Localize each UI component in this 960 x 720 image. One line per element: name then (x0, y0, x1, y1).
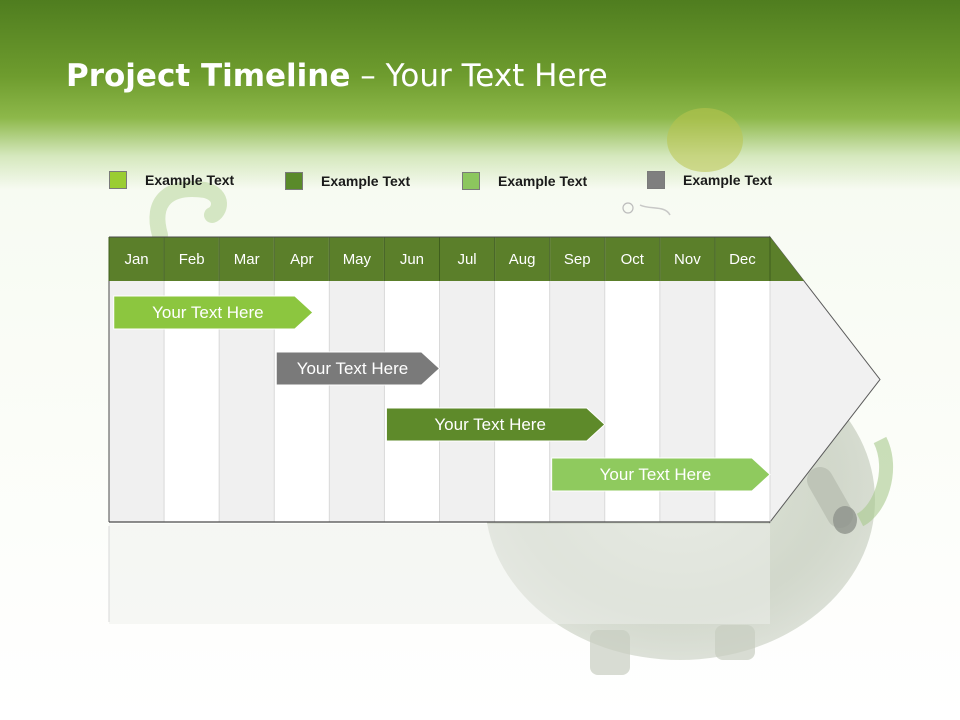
month-label-feb: Feb (178, 250, 205, 268)
month-label-mar: Mar (233, 250, 260, 268)
month-label-dec: Dec (729, 250, 756, 268)
legend-label-4: Example Text (683, 172, 773, 188)
month-column (494, 281, 550, 522)
month-label-sep: Sep (563, 250, 591, 268)
month-column (439, 281, 495, 522)
title-bold: Project Timeline (66, 58, 351, 94)
task-bar-2 (275, 351, 441, 386)
legend-label-1: Example Text (145, 172, 235, 188)
legend-item-3: Example Text (462, 172, 587, 190)
title-rest: – Your Text Here (350, 58, 608, 94)
task-bar-1 (113, 295, 314, 330)
month-label-oct: Oct (620, 250, 644, 268)
task-label-4: Your Text Here (599, 464, 712, 484)
month-label-aug: Aug (508, 250, 536, 268)
month-label-jul: Jul (457, 250, 477, 268)
task-bar-4 (551, 457, 771, 492)
legend-item-1: Example Text (109, 171, 234, 189)
month-label-apr: Apr (290, 250, 314, 268)
legend-item-2: Example Text (285, 172, 410, 190)
legend-swatch-2 (285, 172, 303, 190)
month-label-nov: Nov (674, 250, 701, 268)
task-label-3: Your Text Here (434, 414, 546, 434)
month-column (329, 281, 385, 522)
legend-item-4: Example Text (647, 171, 772, 189)
legend-swatch-1 (109, 171, 127, 189)
legend-swatch-4 (647, 171, 665, 189)
legend-label-3: Example Text (498, 173, 588, 189)
timeline-reflection (109, 524, 770, 624)
month-label-jan: Jan (124, 250, 149, 268)
header-band (0, 0, 960, 190)
task-label-2: Your Text Here (296, 358, 409, 378)
month-column (384, 281, 440, 522)
arrow-header-wedge (770, 237, 804, 281)
legend-label-2: Example Text (321, 173, 411, 189)
task-bar-3 (385, 407, 606, 442)
task-label-1: Your Text Here (152, 302, 264, 322)
page-title: Project Timeline – Your Text Here (66, 58, 608, 94)
month-label-may: May (342, 250, 372, 268)
month-label-jun: Jun (399, 250, 425, 268)
legend-swatch-3 (462, 172, 480, 190)
